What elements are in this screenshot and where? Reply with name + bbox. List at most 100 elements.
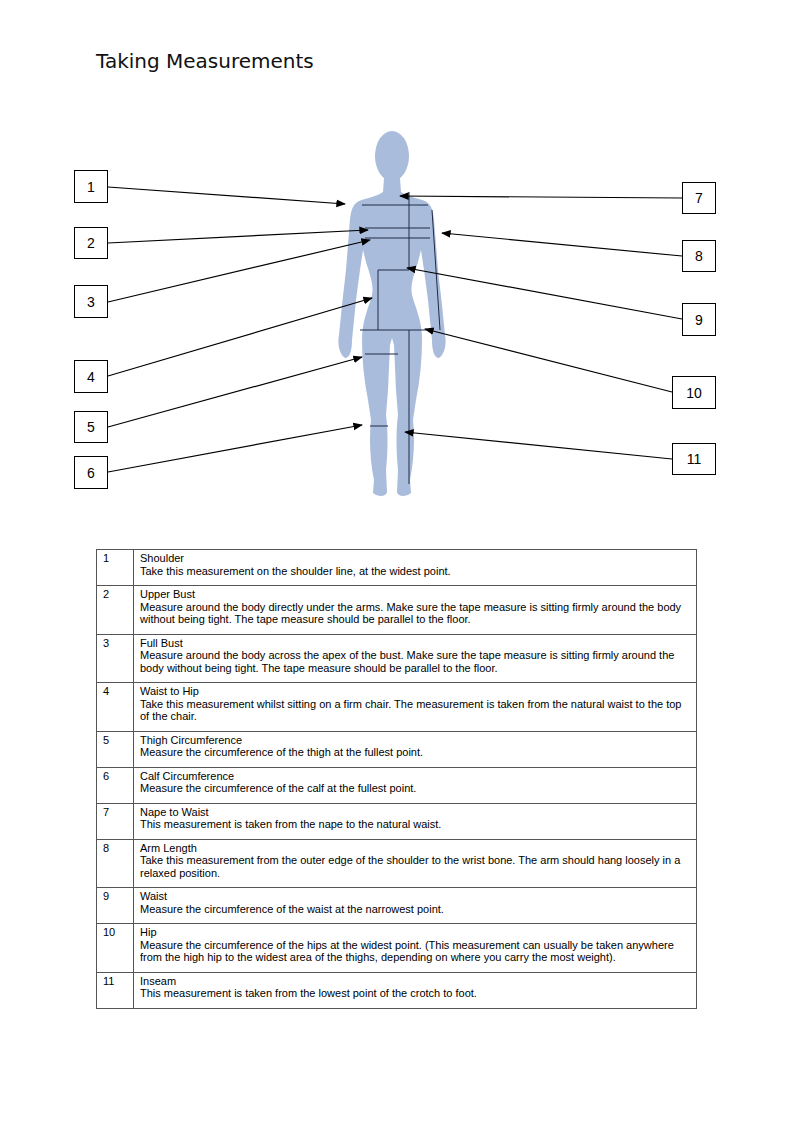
- table-cell: 10: [97, 924, 134, 973]
- table-row: 5 Thigh CircumferenceMeasure the circumfe…: [97, 731, 697, 767]
- table-row: 8Arm LengthTake this measurement from th…: [97, 839, 697, 888]
- body-half: [338, 178, 392, 496]
- table-cell: Upper BustMeasure around the body direct…: [134, 586, 697, 635]
- body-silhouette: [338, 131, 445, 496]
- table-cell: Arm LengthTake this measurement from the…: [134, 839, 697, 888]
- table-row: 1 ShoulderTake this measurement on the sh…: [97, 550, 697, 586]
- row-heading: Waist: [140, 890, 691, 903]
- callout-box: 6: [74, 456, 108, 489]
- row-number: 2: [103, 588, 128, 601]
- row-heading: Upper Bust: [140, 588, 691, 601]
- row-number: 7: [103, 806, 128, 819]
- row-number: 10: [103, 926, 128, 939]
- measure-lines: [360, 192, 440, 484]
- callout-box: 5: [74, 411, 108, 443]
- callout-box: 8: [682, 240, 716, 272]
- table-cell: Calf CircumferenceMeasure the circumfere…: [134, 767, 697, 803]
- row-heading: Thigh Circumference: [140, 734, 691, 747]
- row-heading: Hip: [140, 926, 691, 939]
- table-cell: ShoulderTake this measurement on the sho…: [134, 550, 697, 586]
- leader-line: [400, 196, 682, 198]
- table-cell: 7: [97, 803, 134, 839]
- callout-box: 11: [672, 443, 716, 475]
- row-number: 6: [103, 770, 128, 783]
- table-row: 6 Calf CircumferenceMeasure the circumfer…: [97, 767, 697, 803]
- table-row: 11 InseamThis measurement is taken from t…: [97, 972, 697, 1008]
- row-description: This measurement is taken from the nape …: [140, 818, 691, 831]
- row-description: This measurement is taken from the lowes…: [140, 987, 691, 1000]
- row-description: Measure around the body across the apex …: [140, 649, 691, 674]
- leader-line: [108, 425, 362, 472]
- callout-box: 9: [682, 303, 716, 336]
- callout-number: 8: [695, 248, 703, 264]
- leader-line: [407, 268, 682, 319]
- calf-line: [370, 426, 388, 427]
- table-cell: Full BustMeasure around the body across …: [134, 634, 697, 683]
- table-cell: WaistMeasure the circumference of the wa…: [134, 888, 697, 924]
- callout-number: 11: [687, 451, 702, 467]
- callout-box: 4: [74, 360, 108, 393]
- callout-number: 5: [87, 419, 95, 435]
- measurement-table: 1 ShoulderTake this measurement on the sh…: [96, 549, 697, 1009]
- arm-line: [432, 210, 440, 330]
- row-description: Take this measurement whilst sitting on …: [140, 698, 691, 723]
- upper-bust-line: [365, 228, 430, 229]
- hip-line: [360, 330, 432, 331]
- row-heading: Arm Length: [140, 842, 691, 855]
- row-description: Take this measurement from the outer edg…: [140, 854, 691, 879]
- callout-number: 3: [87, 294, 95, 310]
- table-cell: 9: [97, 888, 134, 924]
- callout-box: 7: [682, 182, 716, 214]
- table-cell: Thigh CircumferenceMeasure the circumfer…: [134, 731, 697, 767]
- table-cell: Nape to WaistThis measurement is taken f…: [134, 803, 697, 839]
- table-cell: 11: [97, 972, 134, 1008]
- callout-number: 2: [87, 235, 95, 251]
- leader-line: [405, 432, 672, 459]
- body-half: [392, 178, 446, 496]
- row-number: 5: [103, 734, 128, 747]
- callout-number: 1: [87, 179, 95, 195]
- leader-line: [108, 240, 370, 302]
- table-row: 4 Waist to HipTake this measurement whils…: [97, 683, 697, 732]
- callout-number: 4: [87, 369, 95, 385]
- full-bust-line: [365, 238, 430, 239]
- leader-line: [108, 298, 372, 376]
- row-heading: Full Bust: [140, 637, 691, 650]
- table-cell: 5: [97, 731, 134, 767]
- table-cell: 2: [97, 586, 134, 635]
- table-cell: InseamThis measurement is taken from the…: [134, 972, 697, 1008]
- inseam-line: [409, 330, 410, 484]
- callout-number: 7: [695, 190, 703, 206]
- nape-waist-line: [409, 192, 410, 270]
- row-description: Measure the circumference of the calf at…: [140, 782, 691, 795]
- waist-hip-line: [378, 270, 409, 330]
- table-row: 3Full BustMeasure around the body across…: [97, 634, 697, 683]
- row-heading: Nape to Waist: [140, 806, 691, 819]
- row-number: 1: [103, 552, 128, 565]
- leader-line: [108, 230, 368, 243]
- table-row: 9WaistMeasure the circumference of the w…: [97, 888, 697, 924]
- row-description: Measure the circumference of the waist a…: [140, 903, 691, 916]
- table-cell: 1: [97, 550, 134, 586]
- table-cell: 8: [97, 839, 134, 888]
- row-description: Measure the circumference of the hips at…: [140, 939, 691, 964]
- callout-box: 2: [74, 227, 108, 259]
- table-cell: 3: [97, 634, 134, 683]
- row-number: 4: [103, 685, 128, 698]
- table-row: 10 HipMeasure the circumference of the hi…: [97, 924, 697, 973]
- leader-line: [442, 233, 682, 256]
- shoulder-line: [362, 205, 428, 206]
- table-cell: Waist to HipTake this measurement whilst…: [134, 683, 697, 732]
- callout-box: 1: [74, 170, 108, 203]
- row-heading: Shoulder: [140, 552, 691, 565]
- row-heading: Waist to Hip: [140, 685, 691, 698]
- table-row: 7 Nape to WaistThis measurement is taken …: [97, 803, 697, 839]
- row-heading: Inseam: [140, 975, 691, 988]
- callout-number: 9: [695, 312, 703, 328]
- head: [375, 131, 409, 181]
- leader-line: [108, 357, 362, 427]
- thigh-line: [365, 354, 398, 355]
- leader-line: [425, 329, 672, 392]
- table-row: 2 Upper BustMeasure around the body direc…: [97, 586, 697, 635]
- row-number: 11: [103, 975, 128, 988]
